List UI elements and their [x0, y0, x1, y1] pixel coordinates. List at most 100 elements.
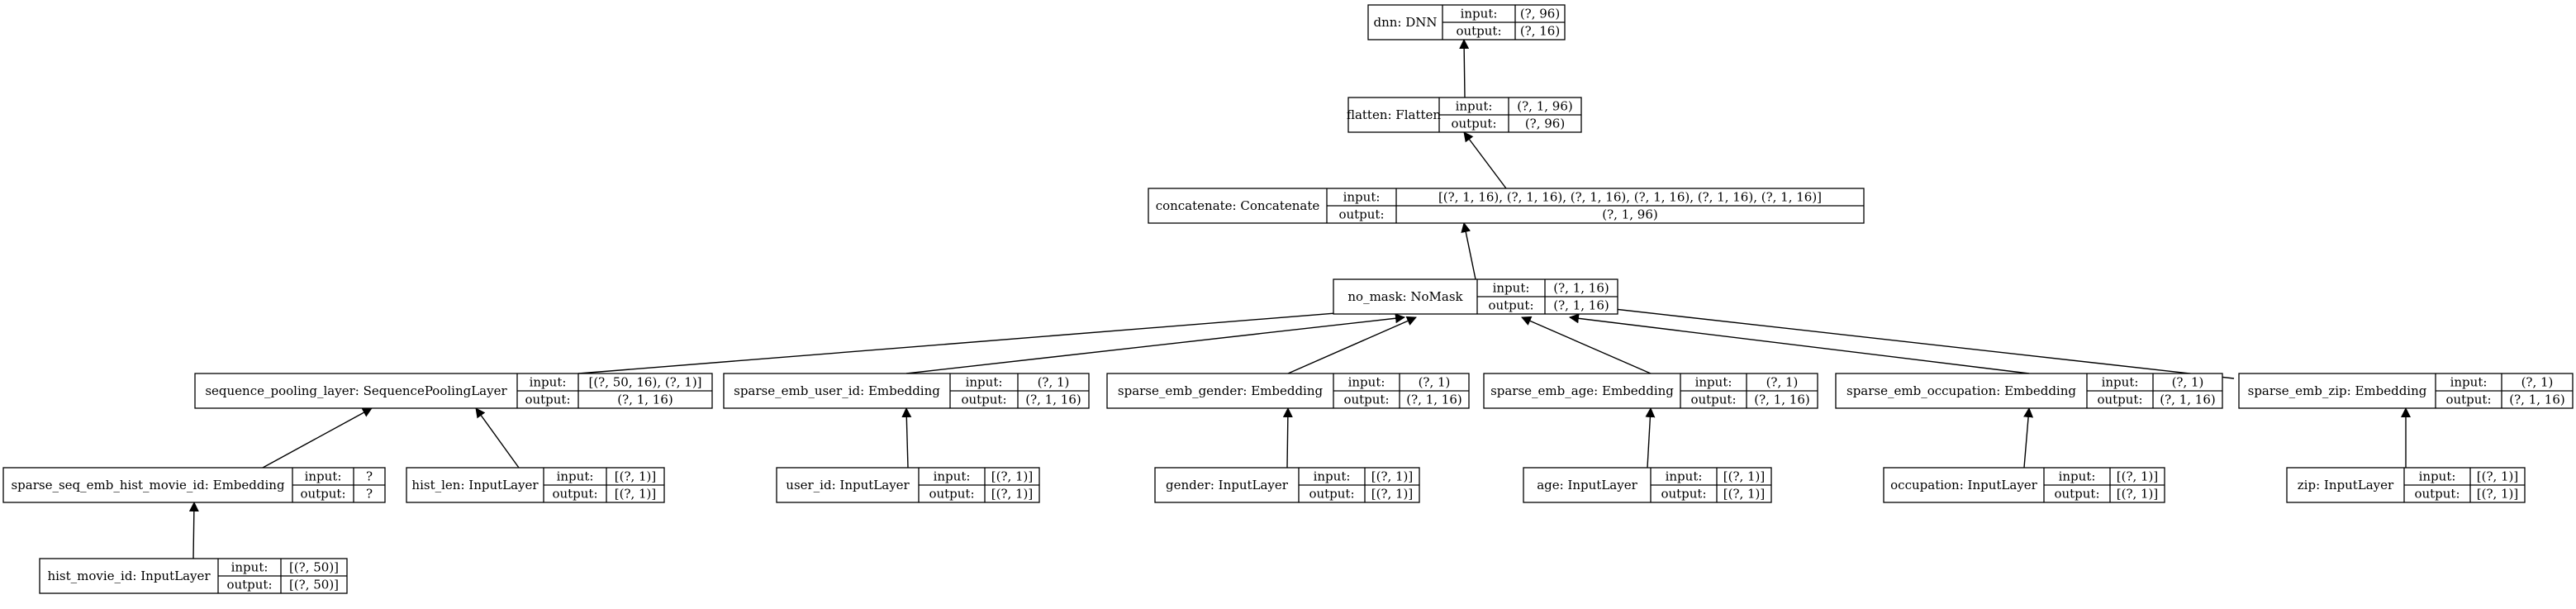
output-shape: (?, 16) [1520, 24, 1560, 39]
node-name: sparse_seq_emb_hist_movie_id: Embedding [11, 478, 284, 492]
node-layer: dnn: DNN input: output: (?, 96) (?, 16) flatt… [2, 4, 2574, 594]
node-name: sparse_emb_age: Embedding [1490, 383, 1674, 398]
input-shape: ? [366, 469, 373, 484]
input-shape: [(?, 1)] [991, 469, 1034, 484]
input-shape: (?, 1, 96) [1517, 99, 1572, 114]
output-shape: (?, 1, 16) [1553, 298, 1609, 313]
node-name: user_id: InputLayer [786, 478, 910, 492]
output-label: output: [552, 487, 597, 502]
output-label: output: [2445, 393, 2491, 407]
edge-emb_gender-to-no_mask [1287, 316, 1417, 374]
layer-node-emb_zip: sparse_emb_zip: Embedding input: output: (?… [2238, 373, 2574, 409]
input-shape: [(?, 1)] [615, 469, 657, 484]
output-shape: (?, 1, 16) [1025, 393, 1081, 407]
input-shape: (?, 96) [1520, 7, 1560, 21]
layer-node-emb_occ: sparse_emb_occupation: Embedding input: ou… [1835, 373, 2223, 409]
edge-emb_user-to-no_mask [905, 313, 1405, 374]
input-label: input: [1493, 281, 1530, 296]
input-shape: (?, 1) [1038, 375, 1070, 390]
output-shape: (?, 1, 16) [2509, 393, 2564, 407]
input-label: input: [1348, 375, 1385, 390]
layer-node-hist_movie: hist_movie_id: InputLayerinput:output:[(… [39, 558, 348, 594]
output-shape: [(?, 1)] [2117, 487, 2159, 502]
node-name: sparse_emb_user_id: Embedding [734, 383, 940, 398]
input-label: input: [966, 375, 1003, 390]
input-shape: (?, 1, 16) [1553, 281, 1609, 296]
input-shape: [(?, 50)] [289, 560, 339, 575]
input-shape: [(?, 1)] [1723, 469, 1766, 484]
output-shape: (?, 1, 16) [1406, 393, 1461, 407]
layer-node-emb_user: sparse_emb_user_id: Embedding input: outpu… [723, 373, 1090, 409]
output-label: output: [961, 393, 1006, 407]
node-name: no_mask: NoMask [1347, 289, 1463, 304]
edge-layer [188, 39, 2411, 559]
layer-node-seq_pool: sequence_pooling_layer: SequencePoolingL… [194, 373, 713, 409]
output-label: output: [1343, 393, 1389, 407]
node-name: dnn: DNN [1373, 15, 1437, 30]
input-shape: (?, 1) [2172, 375, 2204, 390]
output-label: output: [1690, 393, 1736, 407]
node-name: sparse_emb_gender: Embedding [1118, 383, 1324, 398]
input-label: input: [1461, 7, 1498, 21]
output-label: output: [1661, 487, 1706, 502]
node-name: sparse_emb_zip: Embedding [2248, 383, 2427, 398]
input-label: input: [1456, 99, 1493, 114]
edge-emb_zip-to-no_mask [1599, 303, 2235, 379]
edge-user_id-to-emb_user [901, 407, 912, 469]
output-label: output: [1488, 298, 1533, 313]
input-label: input: [557, 469, 594, 484]
layer-node-emb_gender: sparse_emb_gender: Embedding input: output… [1106, 373, 1470, 409]
output-shape: (?, 1, 16) [617, 393, 673, 407]
input-label: input: [1666, 469, 1703, 484]
edge-hist_len-to-seq_pool [475, 407, 520, 469]
edge-age-to-emb_age [1645, 407, 1656, 469]
node-name: flatten: Flatten [1347, 107, 1441, 122]
input-label: input: [1314, 469, 1351, 484]
layer-node-no_mask: no_mask: NoMask input: output: (?, 1, 16) (?… [1333, 278, 1618, 315]
layer-node-emb_hist: sparse_seq_emb_hist_movie_id: Embedding i… [2, 467, 386, 503]
output-label: output: [1456, 24, 1501, 39]
edge-emb_age-to-no_mask [1521, 316, 1652, 374]
edge-emb_occ-to-no_mask [1569, 313, 2030, 374]
input-shape: (?, 1) [2521, 375, 2554, 390]
input-shape: [(?, 50, 16), (?, 1)] [588, 375, 701, 390]
layer-node-dnn: dnn: DNN input: output: (?, 96) (?, 16) [1367, 4, 1566, 40]
node-name: sparse_emb_occupation: Embedding [1846, 383, 2076, 398]
input-label: input: [305, 469, 342, 484]
node-name: zip: InputLayer [2298, 478, 2394, 492]
edge-seq_pool-to-no_mask [577, 304, 1389, 374]
node-name: sequence_pooling_layer: SequencePoolingL… [205, 383, 507, 398]
layer-node-user_id: user_id: InputLayer input: output: [(?, 1)]… [776, 467, 1040, 503]
output-shape: [(?, 1)] [1723, 487, 1766, 502]
output-shape: [(?, 1)] [2477, 487, 2519, 502]
output-label: output: [2414, 487, 2460, 502]
output-shape: [(?, 50)] [289, 578, 339, 592]
input-label: input: [2102, 375, 2139, 390]
layer-node-occupation: occupation: InputLayerinput:output:[(?, … [1883, 467, 2165, 503]
input-label: input: [2450, 375, 2488, 390]
input-label: input: [934, 469, 971, 484]
edge-occupation-to-emb_occ [2023, 407, 2034, 469]
node-name: hist_movie_id: InputLayer [47, 569, 211, 583]
output-shape: (?, 1, 16) [1754, 393, 1809, 407]
node-name: concatenate: Concatenate [1156, 198, 1320, 213]
output-shape: [(?, 1)] [615, 487, 657, 502]
node-box [194, 373, 713, 409]
output-label: output: [2054, 487, 2099, 502]
output-label: output: [300, 487, 345, 502]
output-shape: ? [366, 487, 373, 502]
input-shape: [(?, 1)] [2117, 469, 2159, 484]
layer-node-emb_age: sparse_emb_age: Embeddinginput:output:(?… [1483, 373, 1818, 409]
edge-concatenate-to-flatten [1463, 131, 1507, 189]
input-label: input: [2419, 469, 2456, 484]
output-label: output: [929, 487, 974, 502]
output-label: output: [2097, 393, 2142, 407]
output-label: output: [226, 578, 272, 592]
node-name: occupation: InputLayer [1890, 478, 2038, 492]
edge-gender-to-emb_gender [1282, 407, 1293, 469]
